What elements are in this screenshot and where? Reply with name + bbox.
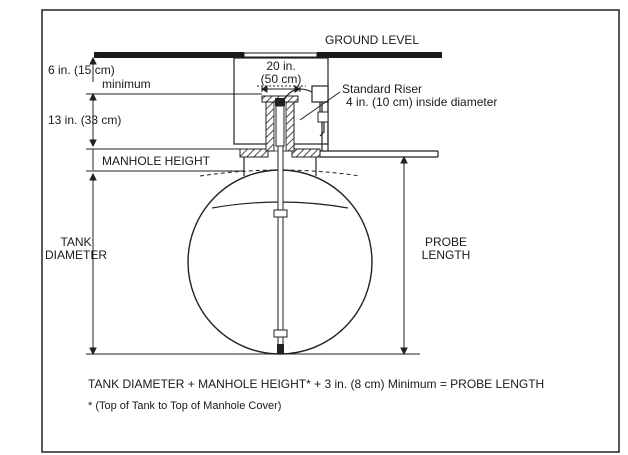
footnote-text: * (Top of Tank to Top of Manhole Cover) xyxy=(88,400,281,412)
side-pipe xyxy=(320,100,439,158)
standard-riser xyxy=(261,85,329,152)
manhole-cover xyxy=(239,148,321,158)
probe-dimension xyxy=(400,155,408,356)
formula-text: TANK DIAMETER + MANHOLE HEIGHT* + 3 in. … xyxy=(88,377,544,391)
width-dimension xyxy=(257,85,306,93)
tank-label-line2: DIAMETER xyxy=(45,248,107,262)
depth-top-label: 6 in. (15 cm) xyxy=(48,63,115,77)
riser-sub-label: 4 in. (10 cm) inside diameter xyxy=(346,95,497,109)
minimum-label: minimum xyxy=(102,77,151,91)
width-cm-label: (50 cm) xyxy=(261,72,302,86)
diagram-border xyxy=(41,9,620,453)
manhole-height-label: MANHOLE HEIGHT xyxy=(102,154,211,168)
probe-label-line1: PROBE xyxy=(425,235,467,249)
tank-label-line1: TANK xyxy=(60,235,91,249)
depth-riser-label: 13 in. (33 cm) xyxy=(48,113,121,127)
ground-slab xyxy=(94,52,442,58)
probe-label-line2: LENGTH xyxy=(422,248,471,262)
ground-level-label: GROUND LEVEL xyxy=(325,33,419,47)
left-dimensions xyxy=(86,56,420,356)
riser-title-label: Standard Riser xyxy=(342,82,422,96)
width-inches-label: 20 in. xyxy=(266,59,295,73)
riser-leader xyxy=(299,91,341,121)
tank-fitting xyxy=(243,157,317,176)
